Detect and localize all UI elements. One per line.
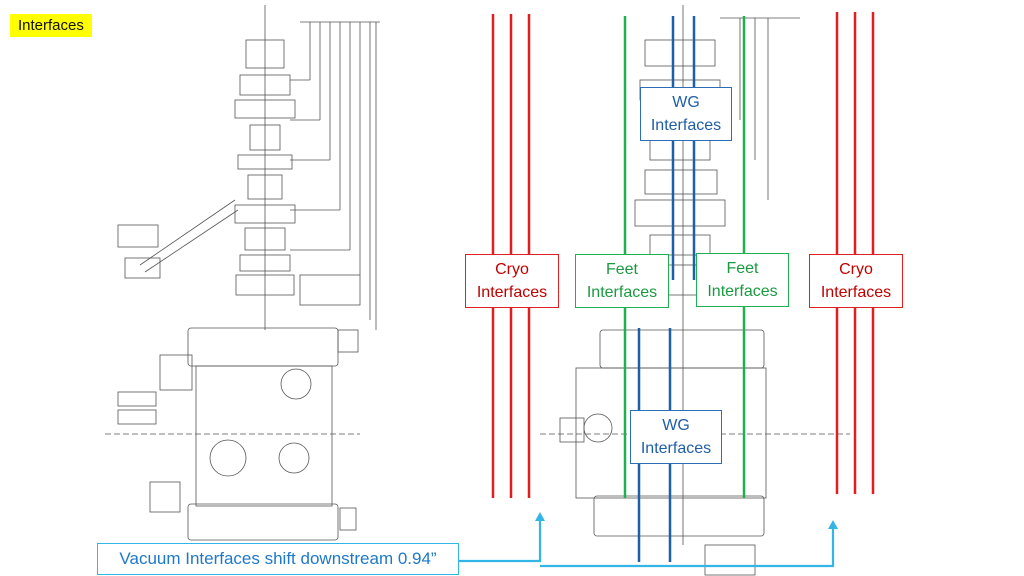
left-beamline-drawing — [105, 5, 361, 541]
vacuum-interfaces-caption: Vacuum Interfaces shift downstream 0.94” — [97, 543, 459, 575]
wg-bottom-line2: Interfaces — [640, 440, 712, 457]
feet-left-line1: Feet — [605, 261, 638, 278]
feet-right-line2: Interfaces — [707, 283, 778, 300]
cryo-lines-right — [835, 12, 875, 494]
left-dimension-lines — [290, 21, 380, 330]
cryo-right-line2: Interfaces — [820, 284, 892, 301]
wg-top-line1: WG — [672, 94, 700, 111]
feet-interfaces-label-left: Feet Interfaces — [575, 254, 669, 308]
wg-bottom-line1: WG — [662, 417, 690, 434]
feet-left-line2: Interfaces — [586, 284, 658, 301]
wg-interfaces-label-top: WG Interfaces — [640, 87, 732, 141]
cryo-interfaces-label-left: Cryo Interfaces — [465, 254, 559, 308]
cryo-interfaces-label-right: Cryo Interfaces — [809, 254, 903, 308]
wg-interfaces-label-bottom: WG Interfaces — [630, 410, 722, 464]
feet-right-line1: Feet — [726, 260, 759, 277]
slide-title: Interfaces — [10, 14, 92, 37]
feet-interfaces-label-right: Feet Interfaces — [696, 253, 789, 307]
cryo-right-line1: Cryo — [839, 261, 873, 278]
wg-top-line2: Interfaces — [650, 117, 722, 134]
cryo-left-line1: Cryo — [495, 261, 529, 278]
vacuum-arrowheads — [535, 512, 838, 529]
vacuum-arrows — [459, 520, 835, 568]
cryo-left-line2: Interfaces — [476, 284, 548, 301]
